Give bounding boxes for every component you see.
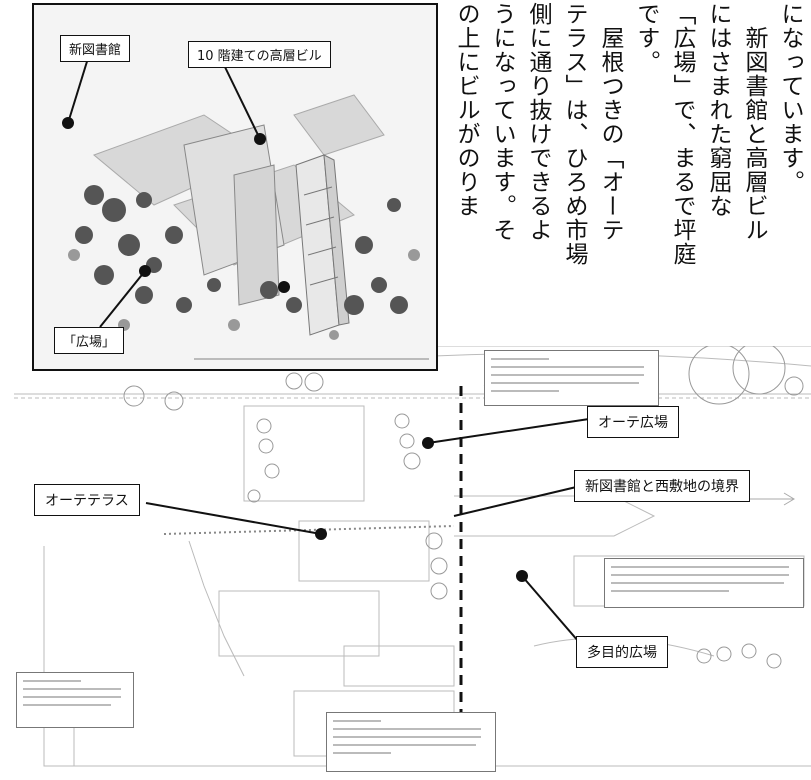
aerial-photo: 新図書館 10 階建ての高層ビル 「広場」 — [32, 3, 438, 371]
callout-high-rise: 10 階建ての高層ビル — [188, 41, 331, 68]
text-column: テラス」は、ひろめ市場 — [561, 2, 587, 266]
label-ote-terrace: オーテテラス — [34, 484, 140, 516]
note-lines — [611, 566, 789, 592]
marker-ote-terrace — [315, 528, 327, 540]
text-column: 新図書館と高層ビル — [741, 2, 767, 242]
note-lines — [491, 358, 644, 392]
note-box-bottom-left — [16, 672, 134, 728]
text-column: になっています。 — [777, 2, 803, 194]
vertical-body-text: になっています。 新図書館と高層ビル にはさまれた窮屈な 「広場」で、まるで坪庭… — [432, 2, 811, 342]
note-box-bottom-center — [326, 712, 496, 772]
callout-new-library: 新図書館 — [60, 35, 131, 62]
text-column: にはさまれた窮屈な — [705, 2, 731, 218]
note-lines — [23, 680, 121, 706]
site-plan: オーテ広場 新図書館と西敷地の境界 オーテテラス 多目的広場 — [14, 346, 811, 780]
marker-ote-plaza — [422, 437, 434, 449]
note-box-right — [604, 558, 804, 608]
text-column: です。 — [633, 2, 659, 74]
marker-multi-plaza — [516, 570, 528, 582]
text-column: 「広場」で、まるで坪庭 — [669, 2, 695, 266]
text-column: 屋根つきの「オーテ — [597, 2, 623, 242]
text-column: うになっています。そ — [489, 2, 515, 242]
label-ote-plaza: オーテ広場 — [587, 406, 679, 438]
text-column: の上にビルがのりま — [453, 2, 479, 218]
text-column: 側に通り抜けできるよ — [525, 2, 551, 242]
label-multi-plaza: 多目的広場 — [576, 636, 668, 668]
label-boundary: 新図書館と西敷地の境界 — [574, 470, 750, 502]
note-lines — [333, 720, 481, 754]
note-box-top — [484, 350, 659, 406]
callout-plaza: 「広場」 — [54, 327, 125, 354]
